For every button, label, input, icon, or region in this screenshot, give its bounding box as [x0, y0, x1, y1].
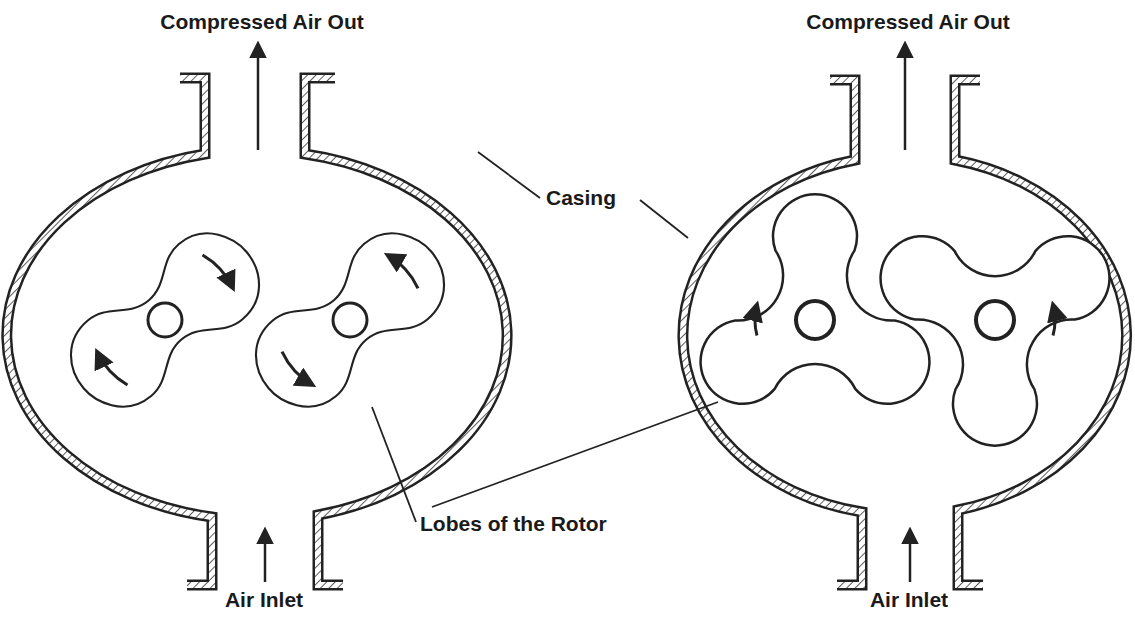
- flow-arrows: [258, 44, 910, 582]
- part-label: Lobes of the Rotor: [420, 512, 607, 536]
- casing-left: [7, 78, 507, 585]
- part-label: Compressed Air Out: [806, 10, 1009, 34]
- part-label: Air Inlet: [225, 588, 303, 612]
- three-lobe-rotors: [701, 158, 1135, 461]
- leader-lines: [372, 152, 718, 522]
- part-label: Compressed Air Out: [160, 10, 363, 34]
- rotation-arrows: [97, 255, 1055, 385]
- part-label: Air Inlet: [870, 588, 948, 612]
- part-label: Casing: [546, 186, 616, 210]
- casing-right: [683, 80, 1127, 585]
- two-lobe-rotors: [52, 214, 463, 426]
